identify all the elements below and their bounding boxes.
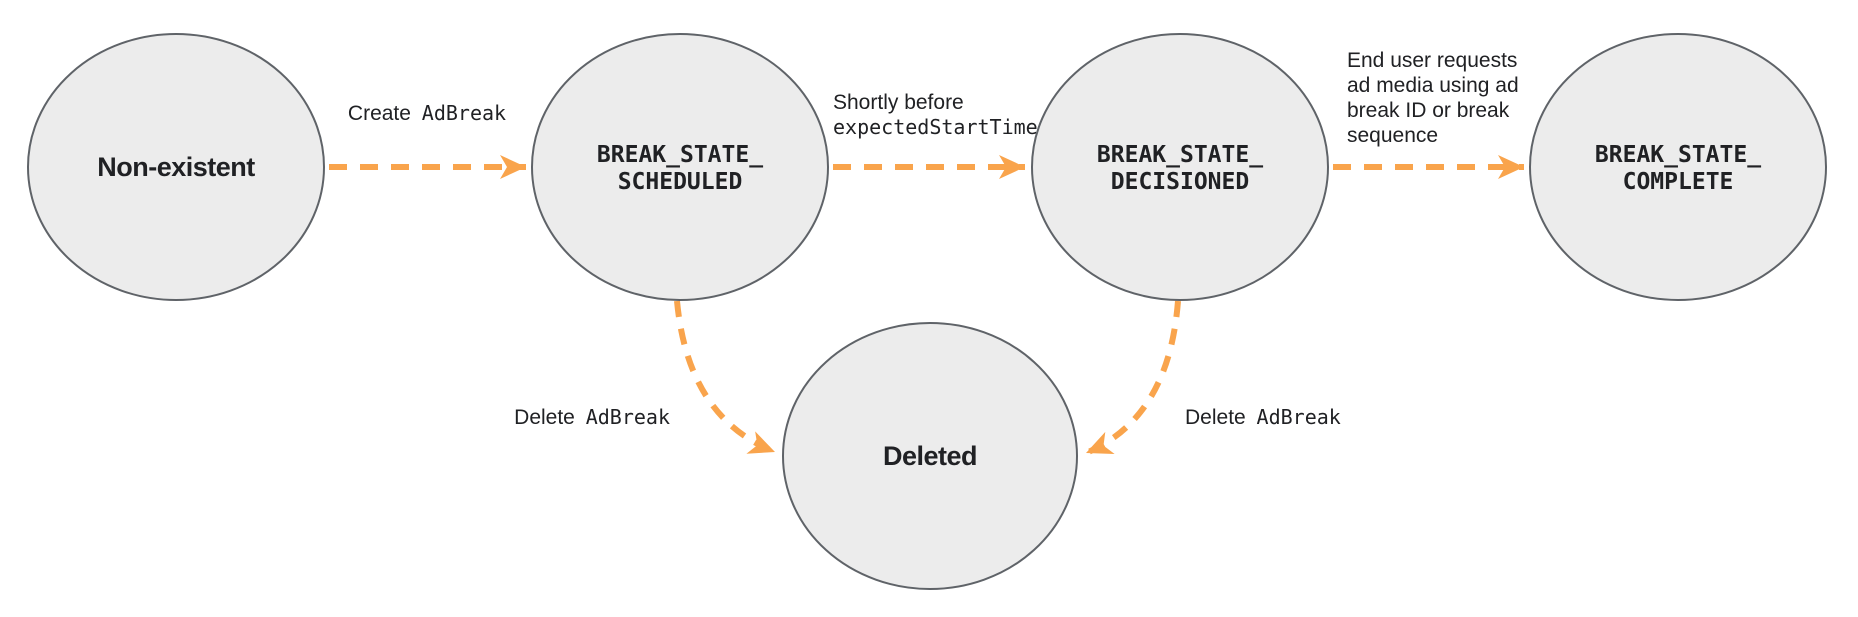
state-node-break-state-complete [1529,33,1827,301]
edge-label-delete-left-code: AdBreak [586,405,670,429]
edge-label-create-plain: Create [348,102,411,125]
edge-delete-adbreak-right-arrow [1084,300,1181,456]
edge-delete-adbreak-left-arrow [674,300,777,455]
edge-label-end-user-line1: End user requests [1347,49,1517,72]
state-node-break-state-scheduled [531,33,829,301]
node-label-non-existent: Non-existent [97,152,255,182]
node-label-decisioned-line1: BREAK_STATE_ [1097,142,1263,168]
edge-label-shortly-before-line2: expectedStartTime [833,115,1038,139]
state-node-break-state-decisioned [1031,33,1329,301]
edge-label-end-user-line3: break ID or break [1347,99,1510,122]
edge-label-delete-right-code: AdBreak [1257,405,1341,429]
node-label-decisioned-line2: DECISIONED [1111,169,1249,195]
node-label-scheduled-line1: BREAK_STATE_ [597,142,763,168]
edge-label-create-adbreak: Create AdBreak [348,101,506,125]
edge-label-delete-left-plain: Delete [514,406,575,429]
edge-label-delete-adbreak-right: Delete AdBreak [1185,405,1341,429]
state-node-non-existent [27,33,325,301]
node-label-scheduled-line2: SCHEDULED [618,169,743,195]
node-label-complete-line2: COMPLETE [1623,169,1734,195]
state-node-deleted [782,322,1078,590]
node-label-complete-line1: BREAK_STATE_ [1595,142,1761,168]
edge-label-shortly-before-line1: Shortly before [833,91,964,114]
edge-label-end-user-line4: sequence [1347,124,1438,147]
edge-label-delete-adbreak-left: Delete AdBreak [514,405,670,429]
node-label-deleted: Deleted [883,441,977,471]
edge-label-delete-right-plain: Delete [1185,406,1246,429]
edge-label-create-code: AdBreak [422,101,506,125]
edge-label-end-user-line2: ad media using ad [1347,74,1519,97]
